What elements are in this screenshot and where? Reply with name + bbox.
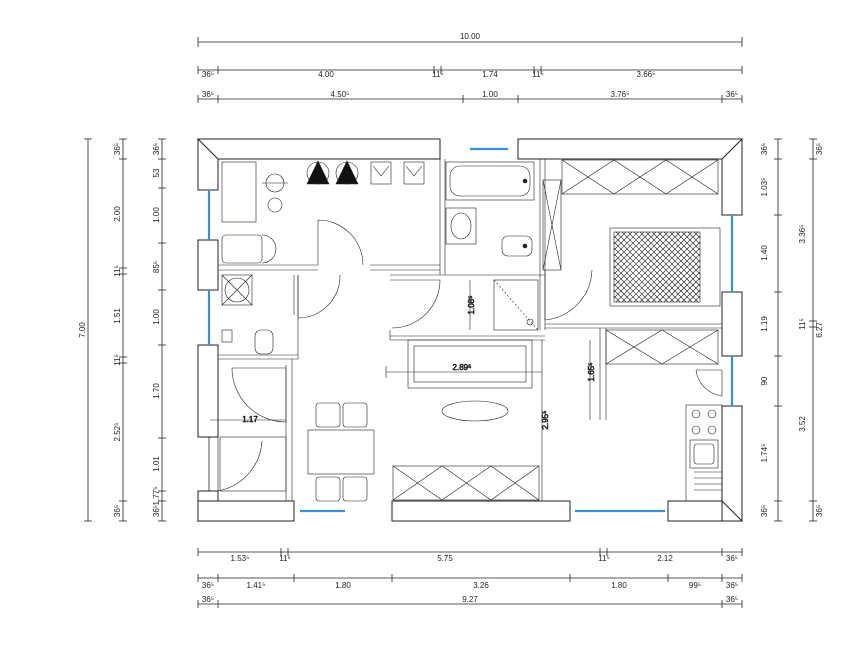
- windows: [207, 147, 734, 513]
- dim-bed-height: 1.65⁵: [587, 363, 596, 382]
- washer-icon: [306, 160, 425, 185]
- dim-right-1-5: 1.74⁵: [760, 444, 769, 463]
- dim-bottom-1-5: 36⁵: [726, 554, 738, 563]
- dim-right-1-6: 36⁵: [760, 505, 769, 517]
- dim-bottom-3-2: 36⁵: [726, 595, 738, 604]
- living-room: 2.89⁵ 2.95⁵: [307, 339, 550, 502]
- kitchen: [685, 404, 723, 502]
- dim-left-2-5: 2.52⁵: [113, 423, 122, 442]
- dim-left-3-6: 1.01: [152, 456, 161, 472]
- dim-left-3-7: 1.77⁵: [152, 487, 161, 506]
- dim-bottom-1-1: 11⁵: [279, 554, 291, 563]
- dim-top-2-3: 1.74: [482, 70, 498, 79]
- dim-left-3-1: 53: [152, 168, 161, 177]
- dim-left-3-4: 1.00: [152, 309, 161, 325]
- top-dimensions: 10.00 36⁵ 4.00 11⁵ 1.74 11⁵ 3.66⁵ 36⁵ 4.…: [197, 32, 743, 103]
- dim-bottom-3-1: 9.27: [462, 595, 478, 604]
- dim-right-1-4: 90: [760, 376, 769, 385]
- dim-right-2-1: 3.36⁵: [798, 225, 807, 244]
- dim-left-2-2: 11⁵: [113, 265, 122, 277]
- right-dimensions: 36⁵ 1.03⁵ 1.40 1.19 90 1.74⁵ 36⁵ 36⁵ 3.3…: [760, 138, 824, 522]
- dim-bottom-1-3: 11⁵: [598, 554, 610, 563]
- dim-bottom-1-0: 1.53⁵: [231, 554, 250, 563]
- dim-right-2-5: 36⁵: [815, 505, 824, 517]
- dim-bottom-2-4: 1.80: [611, 581, 627, 590]
- dim-bottom-2-6: 36⁵: [726, 581, 738, 590]
- hallway: 1.17: [217, 367, 287, 492]
- dim-top-3-2: 1.00: [482, 90, 498, 99]
- dim-top-3-0: 36⁵: [202, 90, 214, 99]
- bedroom: 1.65⁵: [542, 159, 723, 420]
- dim-left-3-0: 36⁵: [152, 143, 161, 155]
- dim-bottom-1-4: 2.12: [657, 554, 673, 563]
- dim-living-depth: 2.95⁵: [541, 411, 550, 430]
- dim-left-2-6: 36⁵: [113, 505, 122, 517]
- dim-bottom-1-2: 5.75: [437, 554, 453, 563]
- bathroom: 1.08⁵: [390, 161, 539, 331]
- left-dimensions: 7.00 36⁵ 2.00 11⁵ 1.51 11⁵ 2.52⁵ 36⁵ 36⁵…: [78, 138, 166, 522]
- dim-top-2-1: 4.00: [318, 70, 334, 79]
- dim-top-2-4: 11⁵: [532, 70, 544, 79]
- dim-left-3-3: 85⁵: [152, 261, 161, 273]
- dim-bottom-2-2: 1.80: [335, 581, 351, 590]
- dim-hall-width: 1.17: [242, 415, 258, 424]
- dim-top-3-1: 4.50⁵: [331, 90, 350, 99]
- dim-bottom-3-0: 36⁵: [202, 595, 214, 604]
- dim-right-2-2: 11⁵: [798, 318, 807, 330]
- bed-hatch: [613, 231, 701, 303]
- dim-shower-depth: 1.08⁵: [467, 296, 476, 315]
- dim-top-2-2: 11⁵: [432, 70, 444, 79]
- dim-left-2-1: 2.00: [113, 206, 122, 222]
- dim-right-1-3: 1.19: [760, 316, 769, 332]
- dim-top-total: 10.00: [460, 32, 481, 41]
- dim-left-3-2: 1.00: [152, 207, 161, 223]
- dim-living-width: 2.89⁵: [453, 363, 472, 372]
- dim-right-2-0: 36⁵: [815, 143, 824, 155]
- dim-bottom-2-3: 3.26: [473, 581, 489, 590]
- dim-top-3-3: 3.76⁵: [611, 90, 630, 99]
- dim-bottom-2-5: 99⁵: [689, 581, 701, 590]
- exterior-walls: [197, 137, 744, 523]
- dim-left-2-0: 36⁵: [113, 143, 122, 155]
- dim-left-total: 7.00: [78, 322, 87, 338]
- dim-left-2-4: 11⁵: [113, 354, 122, 366]
- dim-top-2-5: 3.66⁵: [637, 70, 656, 79]
- utility-room: [221, 160, 425, 355]
- bottom-dimensions: 1.53⁵ 11⁵ 5.75 11⁵ 2.12 36⁵ 36⁵ 1.41⁵ 1.…: [197, 548, 743, 608]
- dim-left-3-8: 36⁵: [152, 505, 161, 517]
- dim-left-3-5: 1.70: [152, 383, 161, 399]
- dim-top-3-4: 36⁵: [726, 90, 738, 99]
- dim-right-1-2: 1.40: [760, 245, 769, 261]
- dim-right-1-0: 36⁵: [760, 143, 769, 155]
- dim-right-1-1: 1.03⁵: [760, 178, 769, 197]
- dim-right-2-4: 3.52: [798, 416, 807, 432]
- dim-top-2-0: 36⁵: [202, 70, 214, 79]
- dim-bottom-2-1: 1.41⁵: [247, 581, 266, 590]
- dim-bottom-2-0: 36⁵: [202, 581, 214, 590]
- dim-left-2-3: 1.51: [113, 308, 122, 324]
- dim-right-2-3: 6.27: [815, 322, 824, 338]
